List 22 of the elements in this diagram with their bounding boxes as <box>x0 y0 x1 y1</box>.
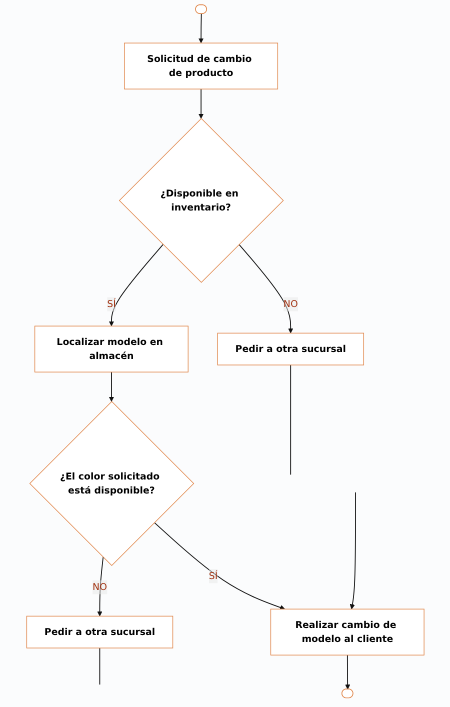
edge-label: SÍ <box>106 298 116 310</box>
edge-label: SÍ <box>208 570 218 582</box>
connector <box>98 648 100 686</box>
edge-label: NO <box>283 298 298 310</box>
connector <box>290 364 291 476</box>
arrow <box>198 13 204 44</box>
arrow <box>238 244 293 334</box>
arrow <box>96 556 104 616</box>
node-diamond: ¿Disponible en inventario? <box>118 118 284 283</box>
arrow <box>108 372 114 402</box>
node-box: Realizar cambio de modelo al cliente <box>270 608 424 656</box>
arrow <box>349 492 356 610</box>
arrow <box>108 244 164 326</box>
edge-label: NO <box>92 581 107 593</box>
node-box: Pedir a otra sucursal <box>216 332 364 366</box>
node-diamond: ¿El color solicitado está disponible? <box>28 401 194 566</box>
arrow <box>154 522 285 610</box>
node-box: Localizar modelo en almacén <box>34 326 188 372</box>
arrow <box>344 654 350 690</box>
node-box: Solicitud de cambio de producto <box>124 42 278 90</box>
arrow <box>198 88 204 119</box>
node-box: Pedir a otra sucursal <box>26 616 173 648</box>
